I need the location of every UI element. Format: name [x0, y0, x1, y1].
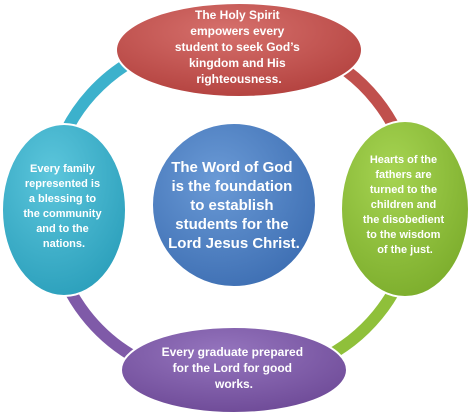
bottom-node-text: Every graduate prepared for the Lord for… [162, 345, 307, 391]
top-node-text: The Holy Spirit empowers every student t… [175, 8, 303, 86]
right-node-text: Hearts of the fathers are turned to the … [363, 154, 447, 256]
center-node-text: The Word of God is the foundation to est… [168, 159, 300, 252]
left-node-text: Every family represented is a blessing t… [23, 163, 104, 250]
center-node: The Word of God is the foundation to est… [151, 122, 317, 288]
left-node: Every family represented is a blessing t… [1, 123, 127, 297]
top-node: The Holy Spirit empowers every student t… [115, 2, 363, 98]
right-node: Hearts of the fathers are turned to the … [340, 120, 470, 298]
bottom-node: Every graduate prepared for the Lord for… [120, 326, 348, 414]
